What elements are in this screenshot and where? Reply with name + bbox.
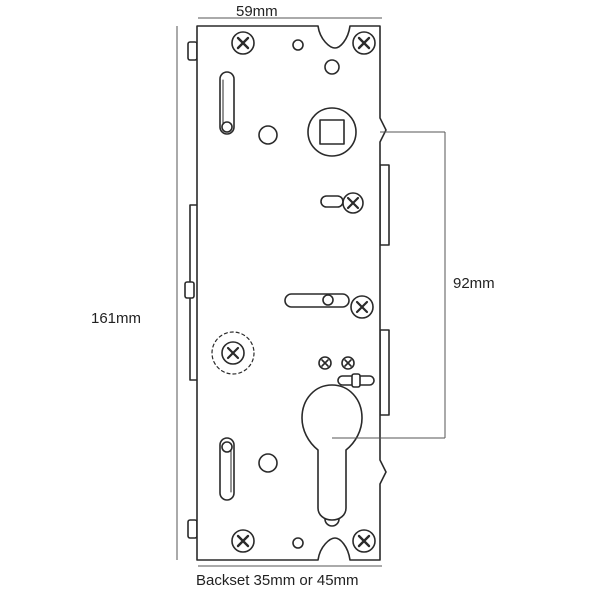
screw-top-right [352,31,376,55]
top-slot [219,71,235,135]
upper-lever [320,192,364,214]
hole-lower [258,453,278,473]
screw-bottom-left [231,529,255,553]
centres-label: 92mm [453,275,495,292]
small-screw-left [318,356,332,370]
euro-cylinder-cutout [301,384,363,521]
screw-top-left [231,31,255,55]
width-label: 59mm [236,3,278,20]
pin-top [324,59,340,75]
screw-bottom-right [352,529,376,553]
height-label: 161mm [91,310,142,327]
right-side-rail [379,164,390,416]
backset-label: Backset 35mm or 45mm [196,572,359,589]
small-lever [337,373,375,388]
rivet-top [292,39,304,51]
bottom-slot [219,437,235,501]
dashed-screw-position [211,331,255,375]
hole-upper [258,125,278,145]
left-side-rail [184,41,199,539]
middle-slot [284,293,374,319]
spindle-follower [307,107,357,157]
small-screw-right [341,356,355,370]
rivet-bottom [292,537,304,549]
